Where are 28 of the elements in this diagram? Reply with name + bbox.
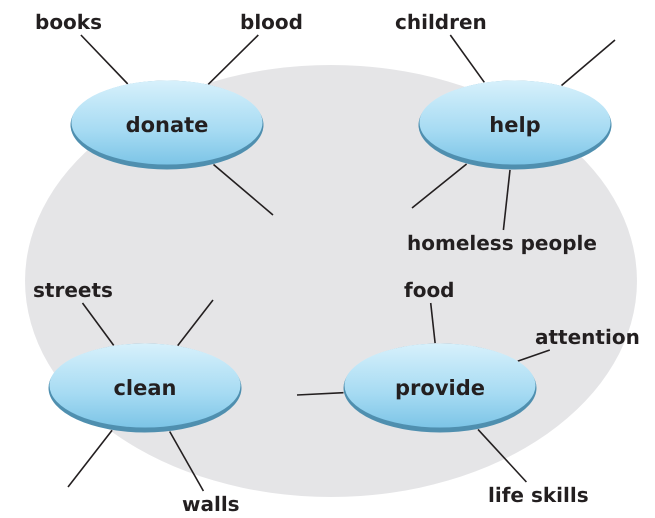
connector-line — [430, 302, 436, 344]
word-label: streets — [33, 278, 113, 302]
word-label: attention — [535, 325, 640, 349]
word-label: homeless people — [407, 231, 597, 255]
connector-line — [502, 170, 511, 230]
oval-node: help — [418, 80, 612, 170]
word-label: food — [404, 278, 454, 302]
word-label: life skills — [488, 483, 589, 507]
connector-line — [477, 428, 527, 483]
connector-line — [560, 39, 616, 86]
connector-line — [296, 392, 344, 396]
connector-line — [212, 164, 274, 216]
connector-line — [80, 34, 128, 84]
word-label: books — [35, 10, 102, 34]
connector-line — [518, 349, 550, 362]
oval-node: clean — [48, 343, 242, 433]
connector-line — [169, 431, 204, 492]
connector-line — [208, 34, 259, 85]
word-label: blood — [240, 10, 303, 34]
connector-line — [82, 302, 114, 346]
connector-line — [177, 300, 214, 346]
oval-node: provide — [343, 343, 537, 433]
connector-line — [412, 163, 468, 209]
word-label: children — [395, 10, 487, 34]
word-label: walls — [182, 492, 240, 516]
connector-line — [450, 34, 485, 83]
connector-line — [67, 430, 113, 488]
oval-node: donate — [70, 80, 264, 170]
